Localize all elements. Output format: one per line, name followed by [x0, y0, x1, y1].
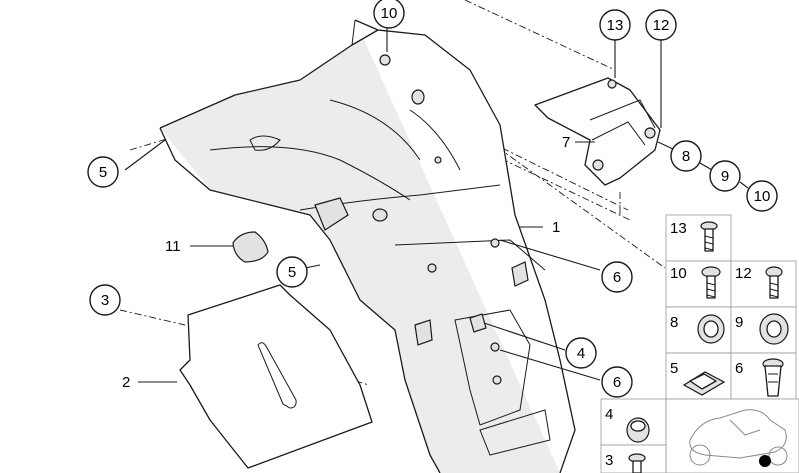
- svg-text:5: 5: [99, 164, 107, 181]
- plug-part: [232, 231, 269, 263]
- callout-12-top: 12: [645, 9, 677, 41]
- callout-9: 9: [709, 160, 741, 192]
- grid-label-9: 9: [735, 314, 743, 331]
- svg-text:10: 10: [754, 188, 771, 205]
- svg-text:3: 3: [101, 292, 109, 309]
- grid-label-4: 4: [605, 406, 613, 423]
- label-2: 2: [122, 374, 130, 391]
- grid-label-6: 6: [735, 360, 743, 377]
- svg-text:5: 5: [288, 264, 296, 281]
- grid-label-8: 8: [670, 314, 678, 331]
- svg-text:4: 4: [577, 345, 585, 362]
- callout-5-mid: 5: [276, 256, 308, 288]
- rear-fender-part: [159, 19, 576, 473]
- screw-icon: [701, 266, 721, 299]
- expansion-nut-icon: [762, 358, 784, 397]
- grid-label-12: 12: [735, 265, 752, 282]
- location-marker-icon: [759, 455, 771, 467]
- svg-text:6: 6: [613, 269, 621, 286]
- grid-cell-6: [730, 352, 797, 400]
- callout-13-top: 13: [599, 9, 631, 41]
- mud-flap-part: [179, 284, 373, 469]
- grid-cell-12: [730, 260, 797, 308]
- screw-icon: [700, 221, 718, 252]
- svg-text:8: 8: [682, 148, 690, 165]
- grid-label-5: 5: [670, 360, 678, 377]
- svg-text:13: 13: [607, 17, 624, 34]
- screw-icon: [628, 453, 646, 473]
- leader-lines: [124, 28, 749, 383]
- callout-4: 4: [565, 337, 597, 369]
- grid-cell-10: [665, 260, 732, 308]
- callout-6-upper: 6: [601, 261, 633, 293]
- label-11: 11: [165, 238, 181, 255]
- bike-thumbnail-cell: [665, 398, 799, 473]
- svg-text:6: 6: [613, 374, 621, 391]
- label-7: 7: [562, 134, 570, 151]
- grommet-icon: [759, 313, 789, 345]
- grid-label-3: 3: [605, 452, 613, 469]
- svg-text:10: 10: [381, 5, 398, 22]
- callout-10-top: 10: [373, 0, 405, 29]
- clip-nut-icon: [682, 371, 726, 396]
- bracket-part: [534, 77, 661, 186]
- grommet-icon: [697, 314, 725, 344]
- callout-3: 3: [89, 284, 121, 316]
- label-1: 1: [552, 219, 560, 236]
- svg-text:9: 9: [721, 168, 729, 185]
- callout-10-right: 10: [746, 180, 778, 212]
- hardware-grid: 13 10 12 8 9: [600, 214, 799, 473]
- callout-8: 8: [670, 140, 702, 172]
- svg-text:12: 12: [653, 17, 670, 34]
- sleeve-icon: [626, 417, 650, 443]
- motorcycle-thumbnail-icon: [689, 409, 788, 467]
- callout-5-left: 5: [87, 156, 119, 188]
- screw-icon: [765, 266, 783, 299]
- callout-6-lower: 6: [601, 366, 633, 398]
- grid-label-10: 10: [670, 265, 687, 282]
- grid-label-13: 13: [670, 220, 687, 237]
